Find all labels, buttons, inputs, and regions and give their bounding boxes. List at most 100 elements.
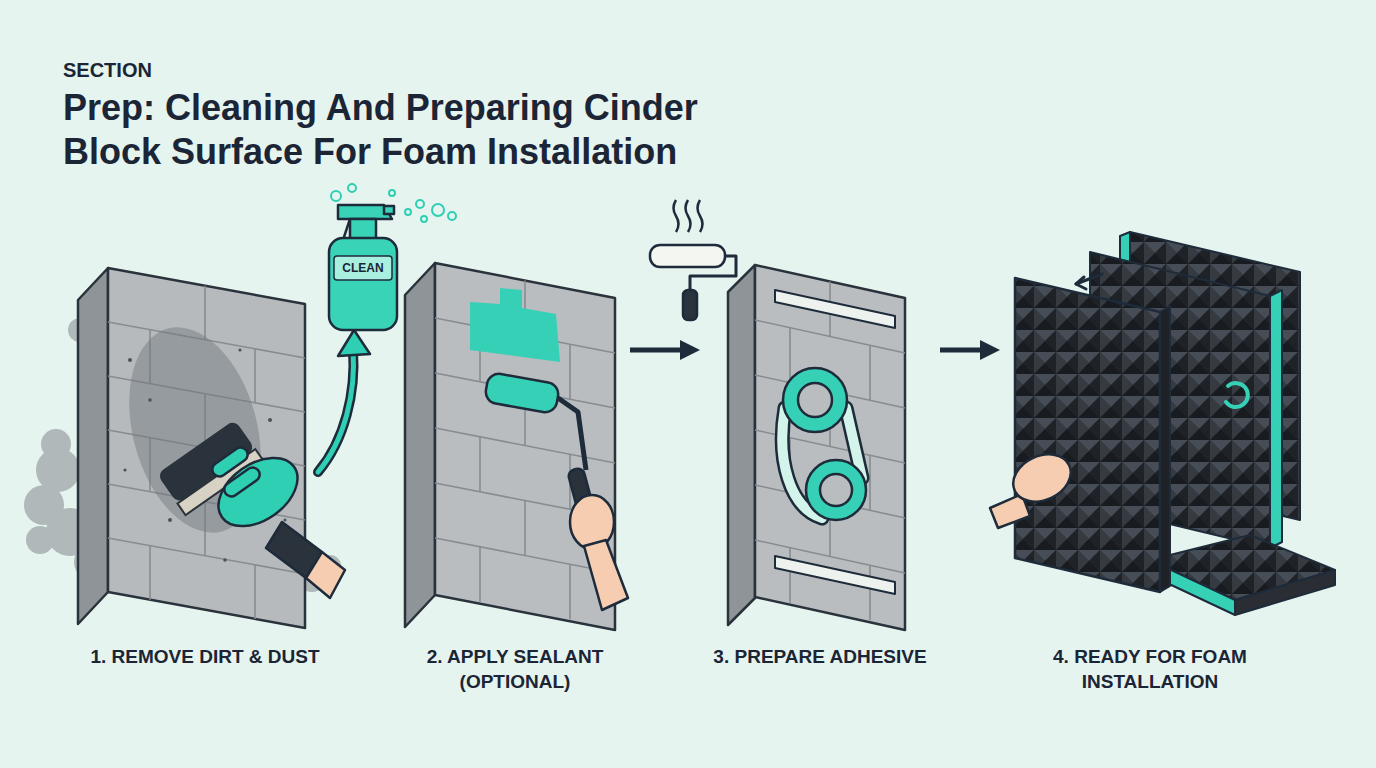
brick-joints-part (479, 547, 481, 602)
spray-mist-part (348, 184, 356, 192)
foam-panels-part (1160, 306, 1170, 592)
brick-joints-part (869, 345, 871, 400)
spray-mist-part (432, 204, 444, 216)
roller-icon-part (686, 200, 691, 232)
brick-joints (435, 281, 615, 620)
placing-hand-part (1006, 445, 1079, 510)
dirt-smudge (108, 313, 287, 562)
brick-joints-part (204, 286, 206, 340)
art-part-part (168, 518, 172, 522)
paint-roller (484, 372, 628, 610)
tape-strip (775, 290, 895, 594)
gloved-hand-part (206, 444, 310, 540)
spray-bottle-part (384, 206, 394, 214)
spray-mist-part (405, 209, 411, 215)
spray-mist-part (421, 216, 427, 222)
section-title: Prep: Cleaning And Preparing Cinder Bloc… (63, 86, 723, 174)
spray-mist-part (448, 212, 456, 220)
step-label: 1. REMOVE DIRT & DUST (90, 645, 319, 670)
spray-bottle-part (329, 238, 397, 330)
brick-joints-part (479, 437, 481, 492)
roller-icon-part (690, 256, 736, 290)
spray-mist-part (389, 190, 395, 196)
brick-joints-part (789, 548, 791, 603)
curved-arrow-part (338, 330, 370, 356)
tape-strip-part (775, 290, 895, 328)
brick-joints (755, 282, 905, 621)
foam-panels (1015, 232, 1335, 615)
tape-rolls-part (806, 460, 866, 520)
dust-cloud-part (41, 429, 71, 459)
step-panel: 2. APPLY SEALANT (OPTIONAL) (400, 230, 630, 710)
curved-arrow-part (318, 350, 353, 472)
cinder-wall-part (755, 265, 905, 630)
brick-joints-part (869, 565, 871, 620)
dust-cloud-part (26, 526, 54, 554)
spray-mist (331, 184, 456, 222)
brick-joints-part (569, 344, 571, 399)
gloved-hand-part (222, 465, 263, 499)
brick-joints-part (254, 565, 256, 619)
gloved-hand-part (306, 552, 345, 598)
roller-icon-part (674, 200, 679, 232)
brick-joints-part (254, 349, 256, 403)
cinder-wall-part (435, 263, 615, 630)
step-panel: 1. REMOVE DIRT & DUST (55, 230, 355, 710)
section-kicker: SECTION (63, 58, 263, 82)
foam-panels-part (1235, 570, 1335, 615)
step-arrow (630, 348, 686, 353)
roller-icon (650, 200, 736, 320)
sealant-patch (470, 288, 560, 362)
spray-bottle (329, 205, 397, 330)
art-part-part (268, 418, 272, 422)
placement-arrows-part (1076, 277, 1086, 289)
step-label: 2. APPLY SEALANT (OPTIONAL) (405, 645, 625, 694)
label-holder: CLEAN (334, 261, 392, 275)
placement-arrows (1076, 274, 1248, 407)
step-arrow (940, 348, 986, 353)
cinder-wall-part (728, 265, 755, 625)
step-panel: 3. PREPARE ADHESIVE (700, 230, 940, 710)
art-part-part (238, 348, 241, 351)
roller-icon-part (683, 290, 697, 320)
brick-joints-part (569, 564, 571, 619)
brick-joints (108, 286, 305, 619)
roller-icon-part (698, 200, 703, 232)
spray-mist-part (331, 191, 341, 201)
title-holder: Prep: Cleaning And Preparing Cinder Bloc… (63, 86, 723, 174)
curved-arrow (318, 330, 370, 472)
cinder-wall (78, 268, 305, 628)
brick-joints-part (869, 455, 871, 510)
art-part-part (283, 518, 286, 521)
paint-roller-part (558, 398, 586, 470)
placing-hand (990, 445, 1078, 528)
step-panel: 4. READY FOR FOAM INSTALLATION (1000, 230, 1300, 710)
cinder-wall-part (108, 268, 305, 628)
brick-joints-part (524, 501, 526, 556)
label-holder: SECTION (63, 58, 263, 82)
cinder-wall-part (78, 268, 108, 624)
spray-bottle-part (334, 256, 392, 280)
foam-panels-part (1270, 290, 1282, 548)
art-part-part (128, 358, 132, 362)
roller-icon-part (650, 245, 725, 267)
step-label: 4. READY FOR FOAM INSTALLATION (1025, 645, 1275, 694)
tape-rolls-part (820, 474, 852, 506)
spray-mist-part (416, 200, 424, 208)
cinder-wall-part (405, 263, 435, 627)
tape-rolls-part (783, 368, 847, 432)
paint-roller-part (584, 540, 628, 610)
brick-joints-part (149, 546, 151, 600)
tape-rolls (782, 368, 866, 520)
brick-joints-part (789, 328, 791, 383)
cinder-wall (728, 265, 905, 630)
curved-arrow-part (318, 350, 353, 472)
foam-panels-part (1015, 278, 1160, 592)
step-label: 3. PREPARE ADHESIVE (713, 645, 926, 670)
art-part-part (148, 398, 152, 402)
paint-roller-part (484, 372, 560, 414)
art-part-part (223, 558, 227, 562)
spray-bottle-part (350, 219, 376, 239)
placement-arrows-part (1226, 383, 1248, 407)
